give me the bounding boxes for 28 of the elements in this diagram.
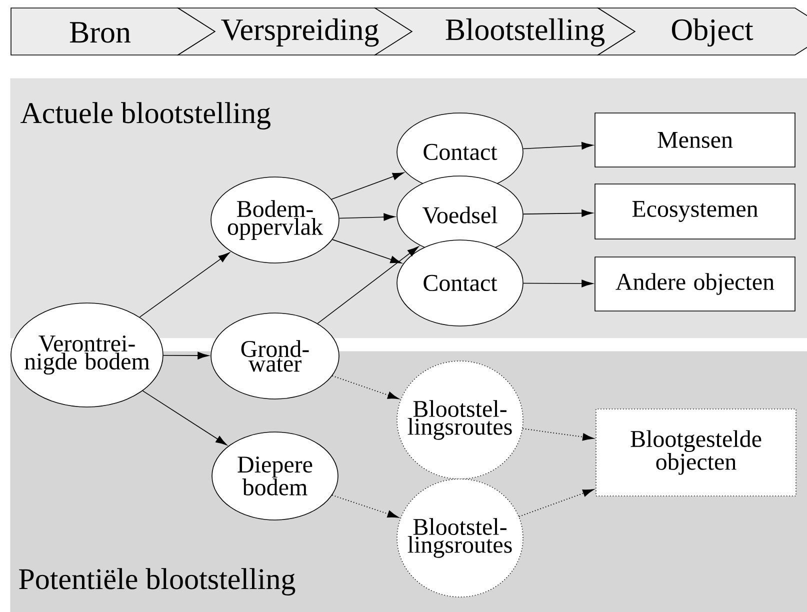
node-label: Object (672, 18, 754, 47)
object-box: Ecosystemen (594, 184, 796, 240)
arrow (139, 252, 230, 318)
arrow (522, 428, 594, 441)
ellipse-node: Diepere bodem (212, 432, 338, 520)
ellipse-node: Verontrei- nigde bodem (10, 302, 164, 408)
object-box: Andere objecten (594, 256, 796, 312)
arrow (332, 494, 398, 518)
arrow (518, 489, 594, 518)
arrow (332, 375, 399, 400)
arrow (331, 172, 404, 200)
band-heading: Actuele blootstelling (20, 102, 270, 130)
object-box: Mensen (594, 112, 796, 168)
chevron-step: Verspreiding (176, 8, 413, 56)
band-heading: Potentiële blootstelling (19, 568, 296, 596)
arrow (338, 213, 396, 221)
arrow (522, 142, 594, 150)
object-box: Blootgestelde objecten (596, 408, 796, 496)
arrow (163, 352, 210, 360)
ellipse-node: Grond- water (210, 312, 340, 400)
ellipse-node: Contact (396, 240, 524, 326)
arrow (522, 209, 593, 217)
arrow (142, 390, 228, 446)
arrow (332, 239, 402, 264)
chevron-step: Bron (10, 8, 216, 56)
ellipse-node: Bodem- oppervlak (210, 176, 340, 264)
arrow (523, 280, 593, 288)
arrow (317, 246, 419, 324)
